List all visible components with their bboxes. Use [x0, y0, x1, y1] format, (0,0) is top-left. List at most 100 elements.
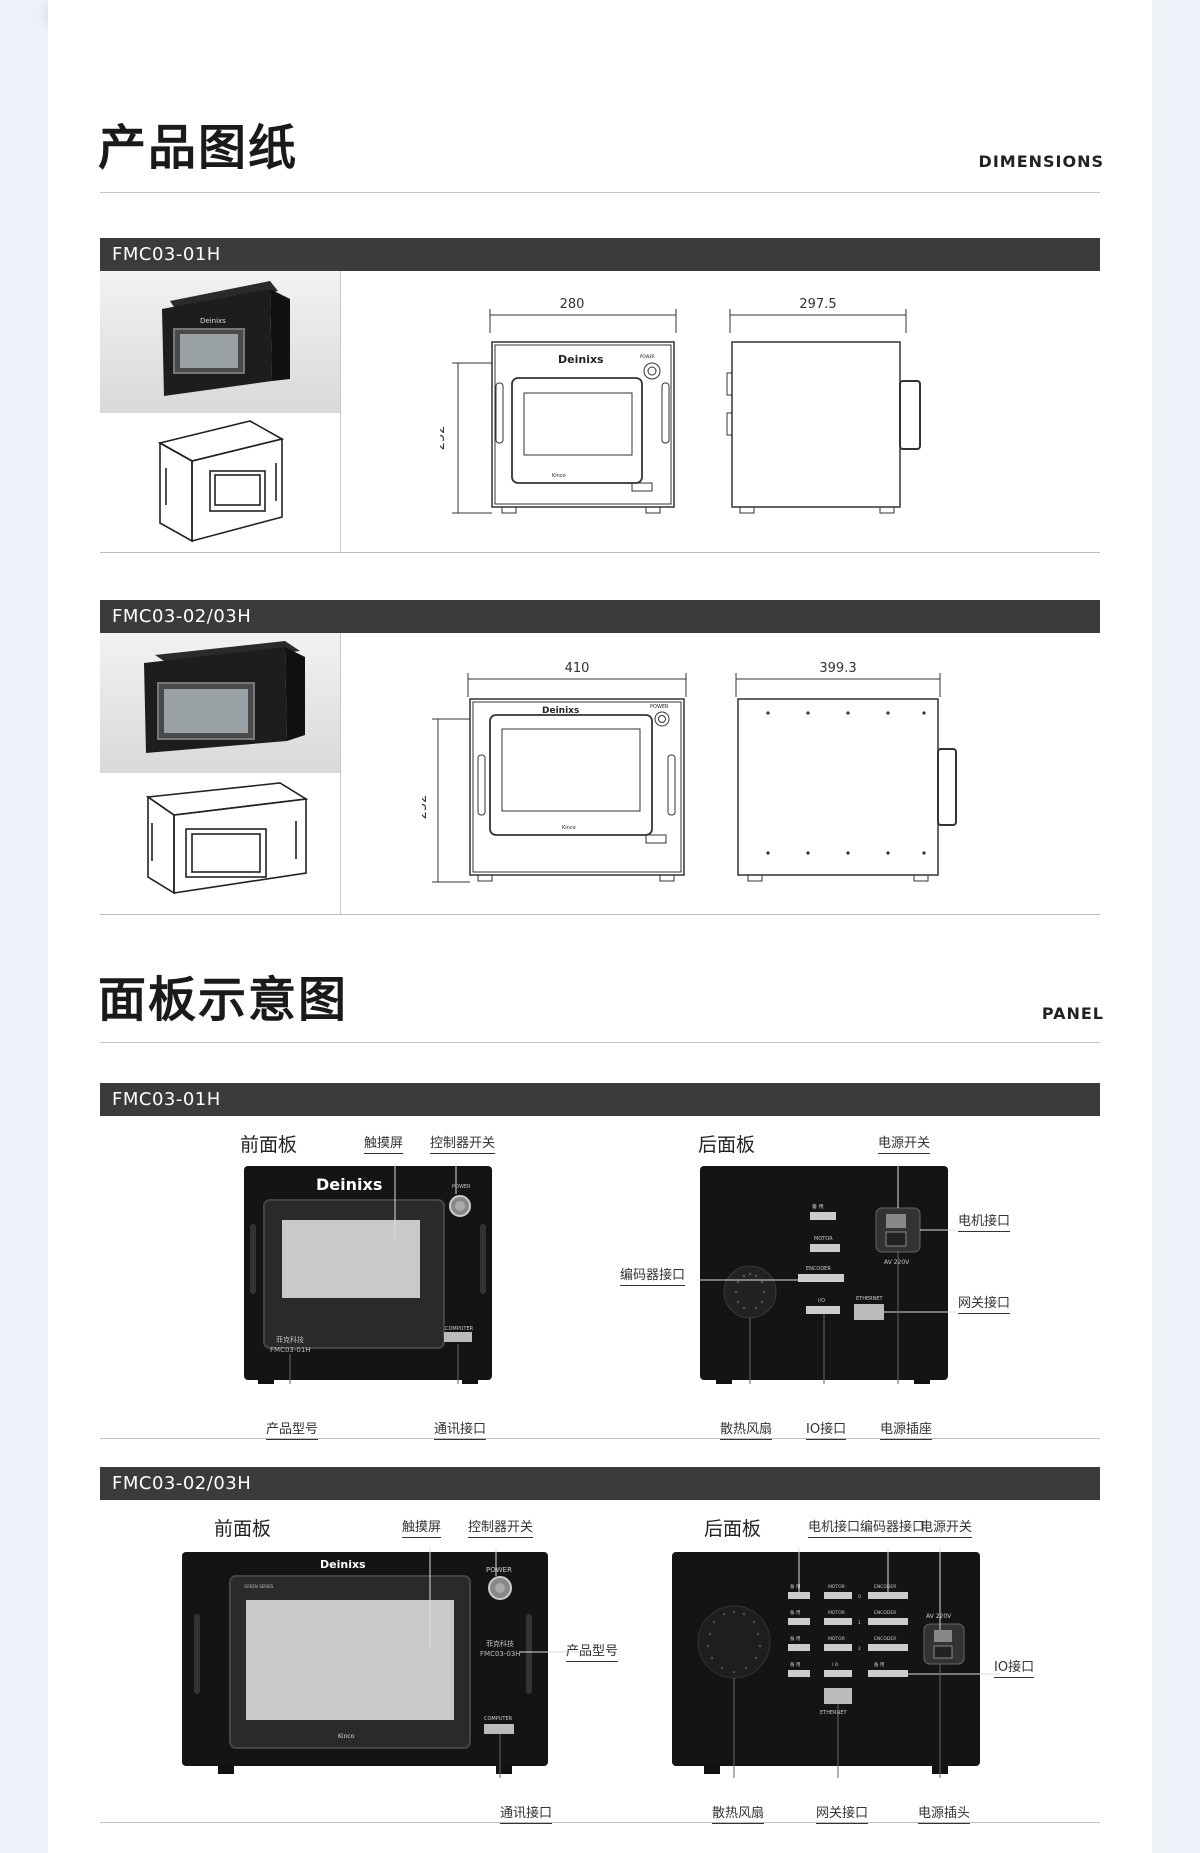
panel-subtitle: PANEL [1041, 1004, 1104, 1023]
front-brand-text: Deinixs [558, 353, 604, 366]
panel-divider [100, 1042, 1100, 1043]
front-kinco-text: Kinco [338, 1733, 355, 1740]
dimension-block-01h: Deinixs [100, 271, 1100, 553]
rear-spare-text-1: 备 用 [790, 1609, 800, 1616]
model-bar-fmc03-02-03h: FMC03-02/03H [100, 600, 1100, 633]
front-width-label: 410 [565, 661, 590, 676]
front-dimension-drawing: 280 252 Deinixs POWER Kinco [440, 297, 677, 514]
rear-panel-image-01h: 备 用 MOTOR ENCODER I/O ETHERNET AV 220V [698, 1164, 956, 1384]
label-touchscreen: 触摸屏 [364, 1132, 404, 1154]
rear-motor-text-2: MOTOR [828, 1636, 845, 1642]
page: 产品图纸 DIMENSIONS FMC03-01H Deinixs [48, 0, 1152, 1853]
front-computer-text: COMPUTER [484, 1716, 513, 1722]
label-net-port: 网关接口 [958, 1292, 1011, 1314]
dimension-block-02h: 410 252 Deinixs POWER Kinco 399.3 [100, 633, 1100, 915]
rear-spare-text-0: 备 用 [790, 1583, 800, 1590]
product-line-drawing [100, 413, 340, 553]
block-divider-bottom [100, 914, 1100, 915]
rear-io-text: I/O [818, 1298, 825, 1304]
block-divider-vertical [340, 271, 341, 553]
side-depth-label: 297.5 [799, 297, 836, 312]
label-comm-port: 通讯接口 [434, 1418, 487, 1440]
label-model-number: 产品型号 [266, 1418, 319, 1440]
label-touchscreen: 触摸屏 [402, 1516, 442, 1538]
front-dimension-drawing: 410 252 Deinixs POWER Kinco [422, 661, 687, 883]
panel-block-01h: 前面板 触摸屏 控制器开关 Deinixs POWER COMPUTER 菲克科… [100, 1116, 1100, 1440]
rear-spare-text: 备 用 [812, 1203, 824, 1210]
block-divider-bottom [100, 552, 1100, 553]
side-dimension-drawing: 399.3 [735, 661, 957, 882]
front-panel-image-03h: Deinixs POWER COMPUTER GREEN SERIES Kinc… [182, 1548, 580, 1778]
rear-spare-text-2: 备 用 [790, 1635, 800, 1642]
label-motor-port: 电机接口 [808, 1516, 861, 1538]
rear-encoder-text-0: ENCODER [874, 1584, 896, 1590]
label-comm-port: 通讯接口 [500, 1802, 553, 1824]
product-line-drawing [100, 773, 340, 915]
label-power-plug: 电源插头 [918, 1802, 971, 1824]
label-io-port: IO接口 [994, 1656, 1035, 1678]
rear-index-1: 1 [858, 1620, 861, 1626]
front-brand-text: Deinixs [320, 1558, 366, 1571]
rear-encoder-text-1: ENCODER [874, 1610, 896, 1616]
front-panel-title: 前面板 [240, 1134, 298, 1156]
rear-encoder-text: ENCODER [806, 1266, 831, 1272]
label-power-switch: 电源开关 [920, 1516, 973, 1538]
front-brand-text: Deinixs [542, 706, 579, 716]
dimensions-divider [100, 192, 1100, 193]
front-panel-image-01h: Deinixs POWER COMPUTER 菲克科技 FMC03-01H [244, 1164, 492, 1384]
panel-block-02h: 前面板 触摸屏 控制器开关 Deinixs POWER COMPUTER GRE… [100, 1500, 1100, 1824]
front-panel-title: 前面板 [214, 1518, 272, 1540]
rear-spare-text-4: 备 用 [874, 1661, 884, 1668]
panel-bar-fmc03-01h: FMC03-01H [100, 1083, 1100, 1116]
rear-index-0: 0 [858, 1594, 861, 1600]
front-power-text: POWER [650, 704, 669, 710]
label-model-number: 产品型号 [566, 1640, 619, 1662]
side-depth-label: 399.3 [819, 661, 856, 676]
front-height-label: 252 [422, 795, 430, 820]
panel-title: 面板示意图 [98, 972, 349, 1028]
label-controller-switch: 控制器开关 [430, 1132, 496, 1154]
panel-bar-fmc03-02-03h: FMC03-02/03H [100, 1467, 1100, 1500]
rear-ethernet-text: ETHERNET [820, 1710, 848, 1716]
label-power-switch: 电源开关 [878, 1132, 931, 1154]
front-green-series-text: GREEN SERIES [244, 1584, 274, 1589]
rear-panel-title: 后面板 [704, 1518, 762, 1540]
front-model-text: FMC03-03H [480, 1650, 521, 1658]
block-divider-bottom [100, 1822, 1100, 1823]
rear-encoder-text-2: ENCODER [874, 1636, 896, 1642]
rear-ethernet-text: ETHERNET [856, 1296, 884, 1302]
label-fan: 散热风扇 [720, 1418, 773, 1440]
label-motor-port: 电机接口 [958, 1210, 1011, 1232]
label-controller-switch: 控制器开关 [468, 1516, 534, 1538]
front-brand-text: Deinixs [316, 1175, 382, 1194]
block-divider-vertical [340, 633, 341, 915]
product-render-photo [100, 633, 340, 773]
front-power-text: POWER [452, 1184, 471, 1190]
label-power-socket: 电源插座 [880, 1418, 933, 1440]
render-brand-text: Deinixs [200, 317, 226, 325]
rear-panel-image-03h: 备 用 备 用 备 用 备 用 MOTOR MOTOR MOTOR I O EN… [672, 1548, 1000, 1778]
line-drawing-image [145, 782, 309, 895]
rear-voltage-text: AV 220V [926, 1613, 952, 1620]
render-image: Deinixs [162, 281, 290, 396]
rear-voltage-text: AV 220V [884, 1259, 910, 1266]
dimensions-title: 产品图纸 [98, 120, 299, 176]
render-image [144, 641, 305, 753]
label-fan: 散热风扇 [712, 1802, 765, 1824]
rear-motor-text-1: MOTOR [828, 1610, 845, 1616]
rear-panel-title: 后面板 [698, 1134, 756, 1156]
rear-motor-text-0: MOTOR [828, 1584, 845, 1590]
front-power-text: POWER [640, 354, 655, 359]
label-encoder-port: 编码器接口 [860, 1516, 926, 1538]
rear-motor-text: MOTOR [814, 1236, 833, 1242]
side-dimension-drawing: 297.5 [726, 297, 921, 514]
front-kinco-text: Kinco [552, 473, 566, 479]
front-power-text: POWER [486, 1566, 512, 1574]
block-divider-bottom [100, 1438, 1100, 1439]
front-width-label: 280 [560, 297, 585, 312]
dimensions-subtitle: DIMENSIONS [978, 152, 1104, 171]
front-height-label: 252 [440, 426, 448, 451]
front-company-text: 菲克科技 [276, 1335, 304, 1344]
label-io-port: IO接口 [806, 1418, 847, 1440]
rear-index-2: 2 [858, 1646, 861, 1652]
